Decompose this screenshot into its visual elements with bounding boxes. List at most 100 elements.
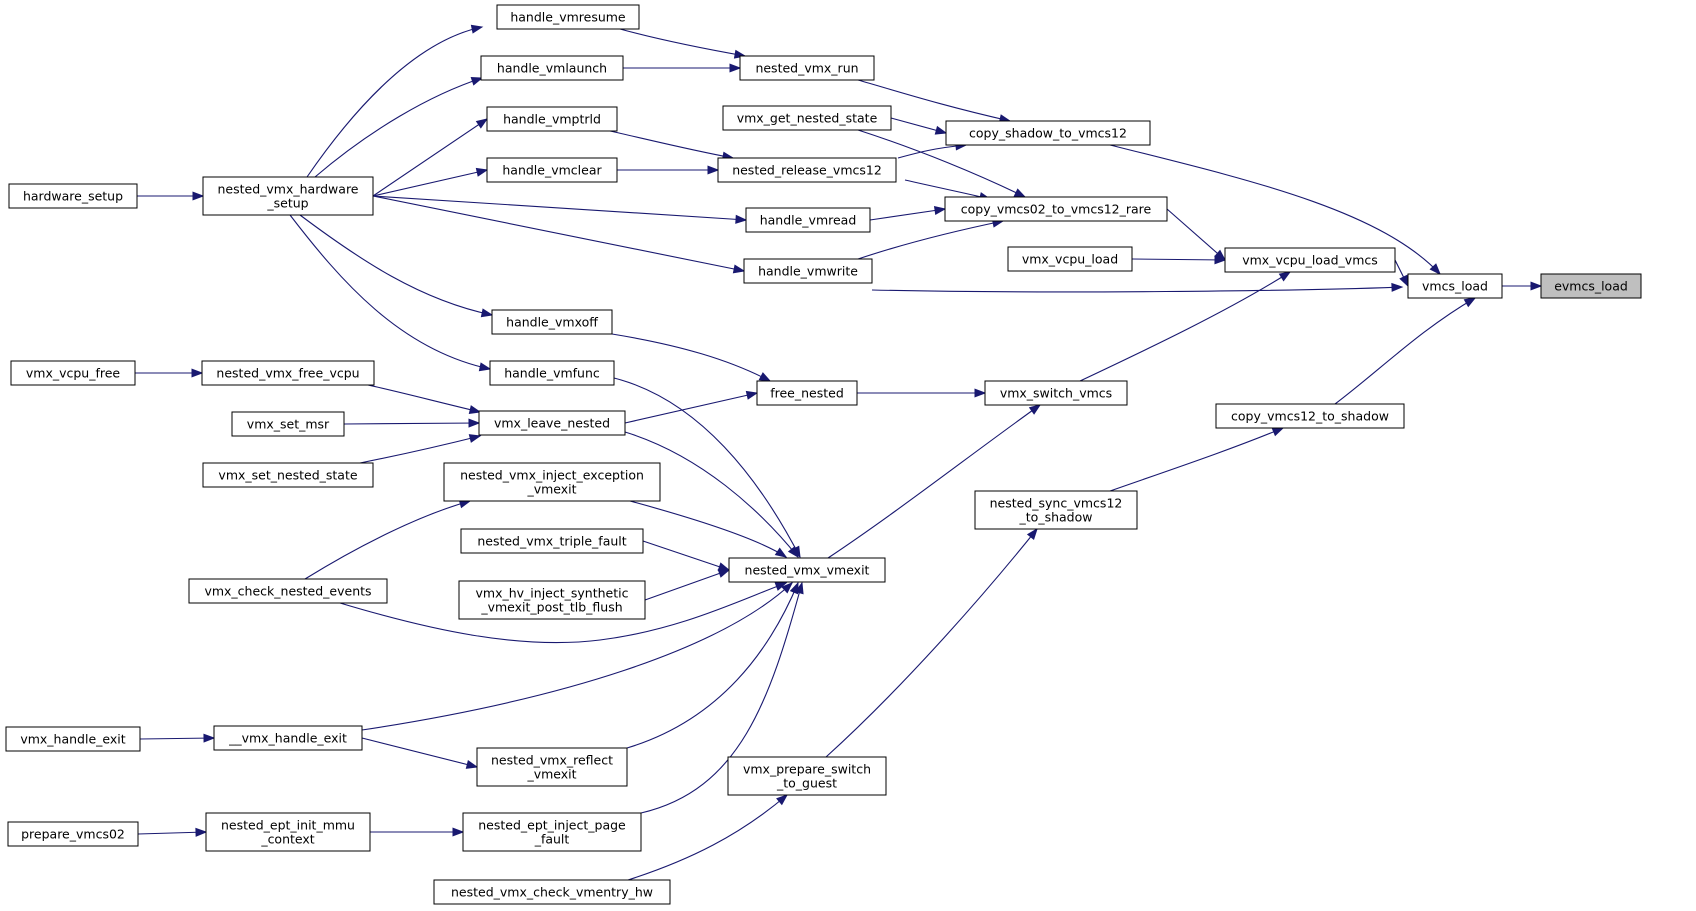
node-box[interactable] (8, 183, 138, 209)
node-handle_vmlaunch[interactable]: handle_vmlaunch (480, 55, 624, 81)
node-nested_ept_init_mmu_context[interactable]: nested_ept_init_mmu_context (205, 812, 371, 852)
node-box[interactable] (476, 747, 628, 787)
node-box[interactable] (188, 578, 388, 604)
node-vmx_set_nested_state[interactable]: vmx_set_nested_state (202, 462, 374, 488)
node-box[interactable] (433, 879, 671, 905)
arrowhead (707, 165, 720, 175)
arrowhead (787, 545, 799, 559)
node-handle_vmxoff[interactable]: handle_vmxoff (491, 309, 613, 335)
node-copy_vmcs02_to_vmcs12_rare[interactable]: copy_vmcs02_to_vmcs12_rare (944, 196, 1168, 222)
edge-vmx_vcpu_free-to-nested_vmx_free_vcpu (135, 368, 204, 378)
node-label: vmx_vcpu_free (26, 366, 121, 381)
node-vmx_vcpu_load[interactable]: vmx_vcpu_load (1007, 246, 1133, 272)
node-box[interactable] (201, 360, 375, 386)
node-box[interactable] (486, 157, 618, 183)
node-box[interactable] (5, 726, 141, 752)
node-nested_sync_vmcs12_to_shadow[interactable]: nested_sync_vmcs12_to_shadow (974, 490, 1138, 530)
node-box[interactable] (496, 4, 640, 30)
node-box[interactable] (727, 756, 887, 796)
node-handle_vmptrld[interactable]: handle_vmptrld (486, 106, 618, 132)
node-handle_vmwrite[interactable]: handle_vmwrite (743, 258, 873, 284)
node-prepare_vmcs02[interactable]: prepare_vmcs02 (7, 821, 139, 847)
node-box[interactable] (728, 557, 886, 583)
node-nested_vmx_hardware_setup[interactable]: nested_vmx_hardware_setup (202, 176, 374, 216)
node-box[interactable] (717, 157, 897, 183)
node-nested_vmx_check_vmentry_hw[interactable]: nested_vmx_check_vmentry_hw (433, 879, 671, 905)
node-hardware_setup[interactable]: hardware_setup (8, 183, 138, 209)
node-box[interactable] (478, 410, 626, 436)
node-box[interactable] (213, 725, 363, 751)
node-label: handle_vmresume (510, 10, 626, 25)
node-box[interactable] (489, 360, 615, 386)
node-box[interactable] (458, 580, 646, 620)
node-box[interactable] (739, 55, 875, 81)
node-nested_ept_inject_page_fault[interactable]: nested_ept_inject_page_fault (462, 812, 642, 852)
node-box[interactable] (1007, 246, 1133, 272)
node-__vmx_handle_exit[interactable]: __vmx_handle_exit (213, 725, 363, 751)
node-nested_vmx_inject_exception_vmexit[interactable]: nested_vmx_inject_exception_vmexit (443, 462, 661, 502)
node-vmx_hv_inject_synthetic_vmexit_post_tlb_flush[interactable]: vmx_hv_inject_synthetic_vmexit_post_tlb_… (458, 580, 646, 620)
arrowhead (475, 167, 489, 177)
node-box[interactable] (756, 380, 858, 406)
node-vmx_vcpu_free[interactable]: vmx_vcpu_free (10, 360, 136, 386)
node-box[interactable] (945, 120, 1151, 146)
node-vmx_handle_exit[interactable]: vmx_handle_exit (5, 726, 141, 752)
node-box[interactable] (460, 528, 644, 554)
node-box[interactable] (231, 411, 345, 437)
node-box[interactable] (722, 105, 892, 131)
node-vmx_check_nested_events[interactable]: vmx_check_nested_events (188, 578, 388, 604)
node-box[interactable] (443, 462, 661, 502)
node-label: copy_vmcs02_to_vmcs12_rare (961, 202, 1152, 217)
edge-line (1109, 427, 1284, 492)
node-box[interactable] (1224, 247, 1396, 273)
node-box[interactable] (480, 55, 624, 81)
edge-nested_ept_init_mmu_context-to-nested_ept_inject_page_fault (370, 827, 465, 837)
node-box[interactable] (743, 258, 873, 284)
node-label: prepare_vmcs02 (21, 827, 125, 842)
node-vmx_get_nested_state[interactable]: vmx_get_nested_state (722, 105, 892, 131)
arrowhead (1399, 274, 1409, 288)
node-vmx_switch_vmcs[interactable]: vmx_switch_vmcs (984, 380, 1128, 406)
node-box[interactable] (202, 462, 374, 488)
node-nested_vmx_vmexit[interactable]: nested_vmx_vmexit (728, 557, 886, 583)
node-handle_vmfunc[interactable]: handle_vmfunc (489, 360, 615, 386)
node-box[interactable] (1407, 273, 1503, 299)
edge-vmx_vcpu_load-to-vmx_vcpu_load_vmcs (1131, 255, 1227, 265)
node-box[interactable] (944, 196, 1168, 222)
node-nested_vmx_free_vcpu[interactable]: nested_vmx_free_vcpu (201, 360, 375, 386)
node-vmcs_load[interactable]: vmcs_load (1407, 273, 1503, 299)
node-label: vmx_set_msr (247, 417, 330, 432)
node-box[interactable] (1540, 273, 1642, 299)
node-box[interactable] (486, 106, 618, 132)
node-box[interactable] (462, 812, 642, 852)
node-vmx_prepare_switch_to_guest[interactable]: vmx_prepare_switch_to_guest (727, 756, 887, 796)
node-nested_release_vmcs12[interactable]: nested_release_vmcs12 (717, 157, 897, 183)
arrowhead (478, 362, 492, 372)
node-nested_vmx_reflect_vmexit[interactable]: nested_vmx_reflect_vmexit (476, 747, 628, 787)
arrowhead (203, 733, 216, 743)
node-vmx_vcpu_load_vmcs[interactable]: vmx_vcpu_load_vmcs (1224, 247, 1396, 273)
node-box[interactable] (10, 360, 136, 386)
node-handle_vmclear[interactable]: handle_vmclear (486, 157, 618, 183)
node-handle_vmresume[interactable]: handle_vmresume (496, 4, 640, 30)
node-box[interactable] (205, 812, 371, 852)
node-copy_vmcs12_to_shadow[interactable]: copy_vmcs12_to_shadow (1215, 403, 1405, 429)
node-vmx_leave_nested[interactable]: vmx_leave_nested (478, 410, 626, 436)
node-nested_vmx_triple_fault[interactable]: nested_vmx_triple_fault (460, 528, 644, 554)
node-vmx_set_msr[interactable]: vmx_set_msr (231, 411, 345, 437)
node-box[interactable] (491, 309, 613, 335)
node-copy_shadow_to_vmcs12[interactable]: copy_shadow_to_vmcs12 (945, 120, 1151, 146)
arrowhead (1463, 297, 1477, 308)
node-evmcs_load[interactable]: evmcs_load (1540, 273, 1642, 299)
node-box[interactable] (1215, 403, 1405, 429)
edge-line (857, 129, 1026, 198)
node-box[interactable] (984, 380, 1128, 406)
node-nested_vmx_run[interactable]: nested_vmx_run (739, 55, 875, 81)
node-box[interactable] (745, 207, 871, 233)
node-box[interactable] (974, 490, 1138, 530)
node-label: handle_vmread (760, 213, 857, 228)
node-box[interactable] (7, 821, 139, 847)
node-handle_vmread[interactable]: handle_vmread (745, 207, 871, 233)
node-free_nested[interactable]: free_nested (756, 380, 858, 406)
node-box[interactable] (202, 176, 374, 216)
